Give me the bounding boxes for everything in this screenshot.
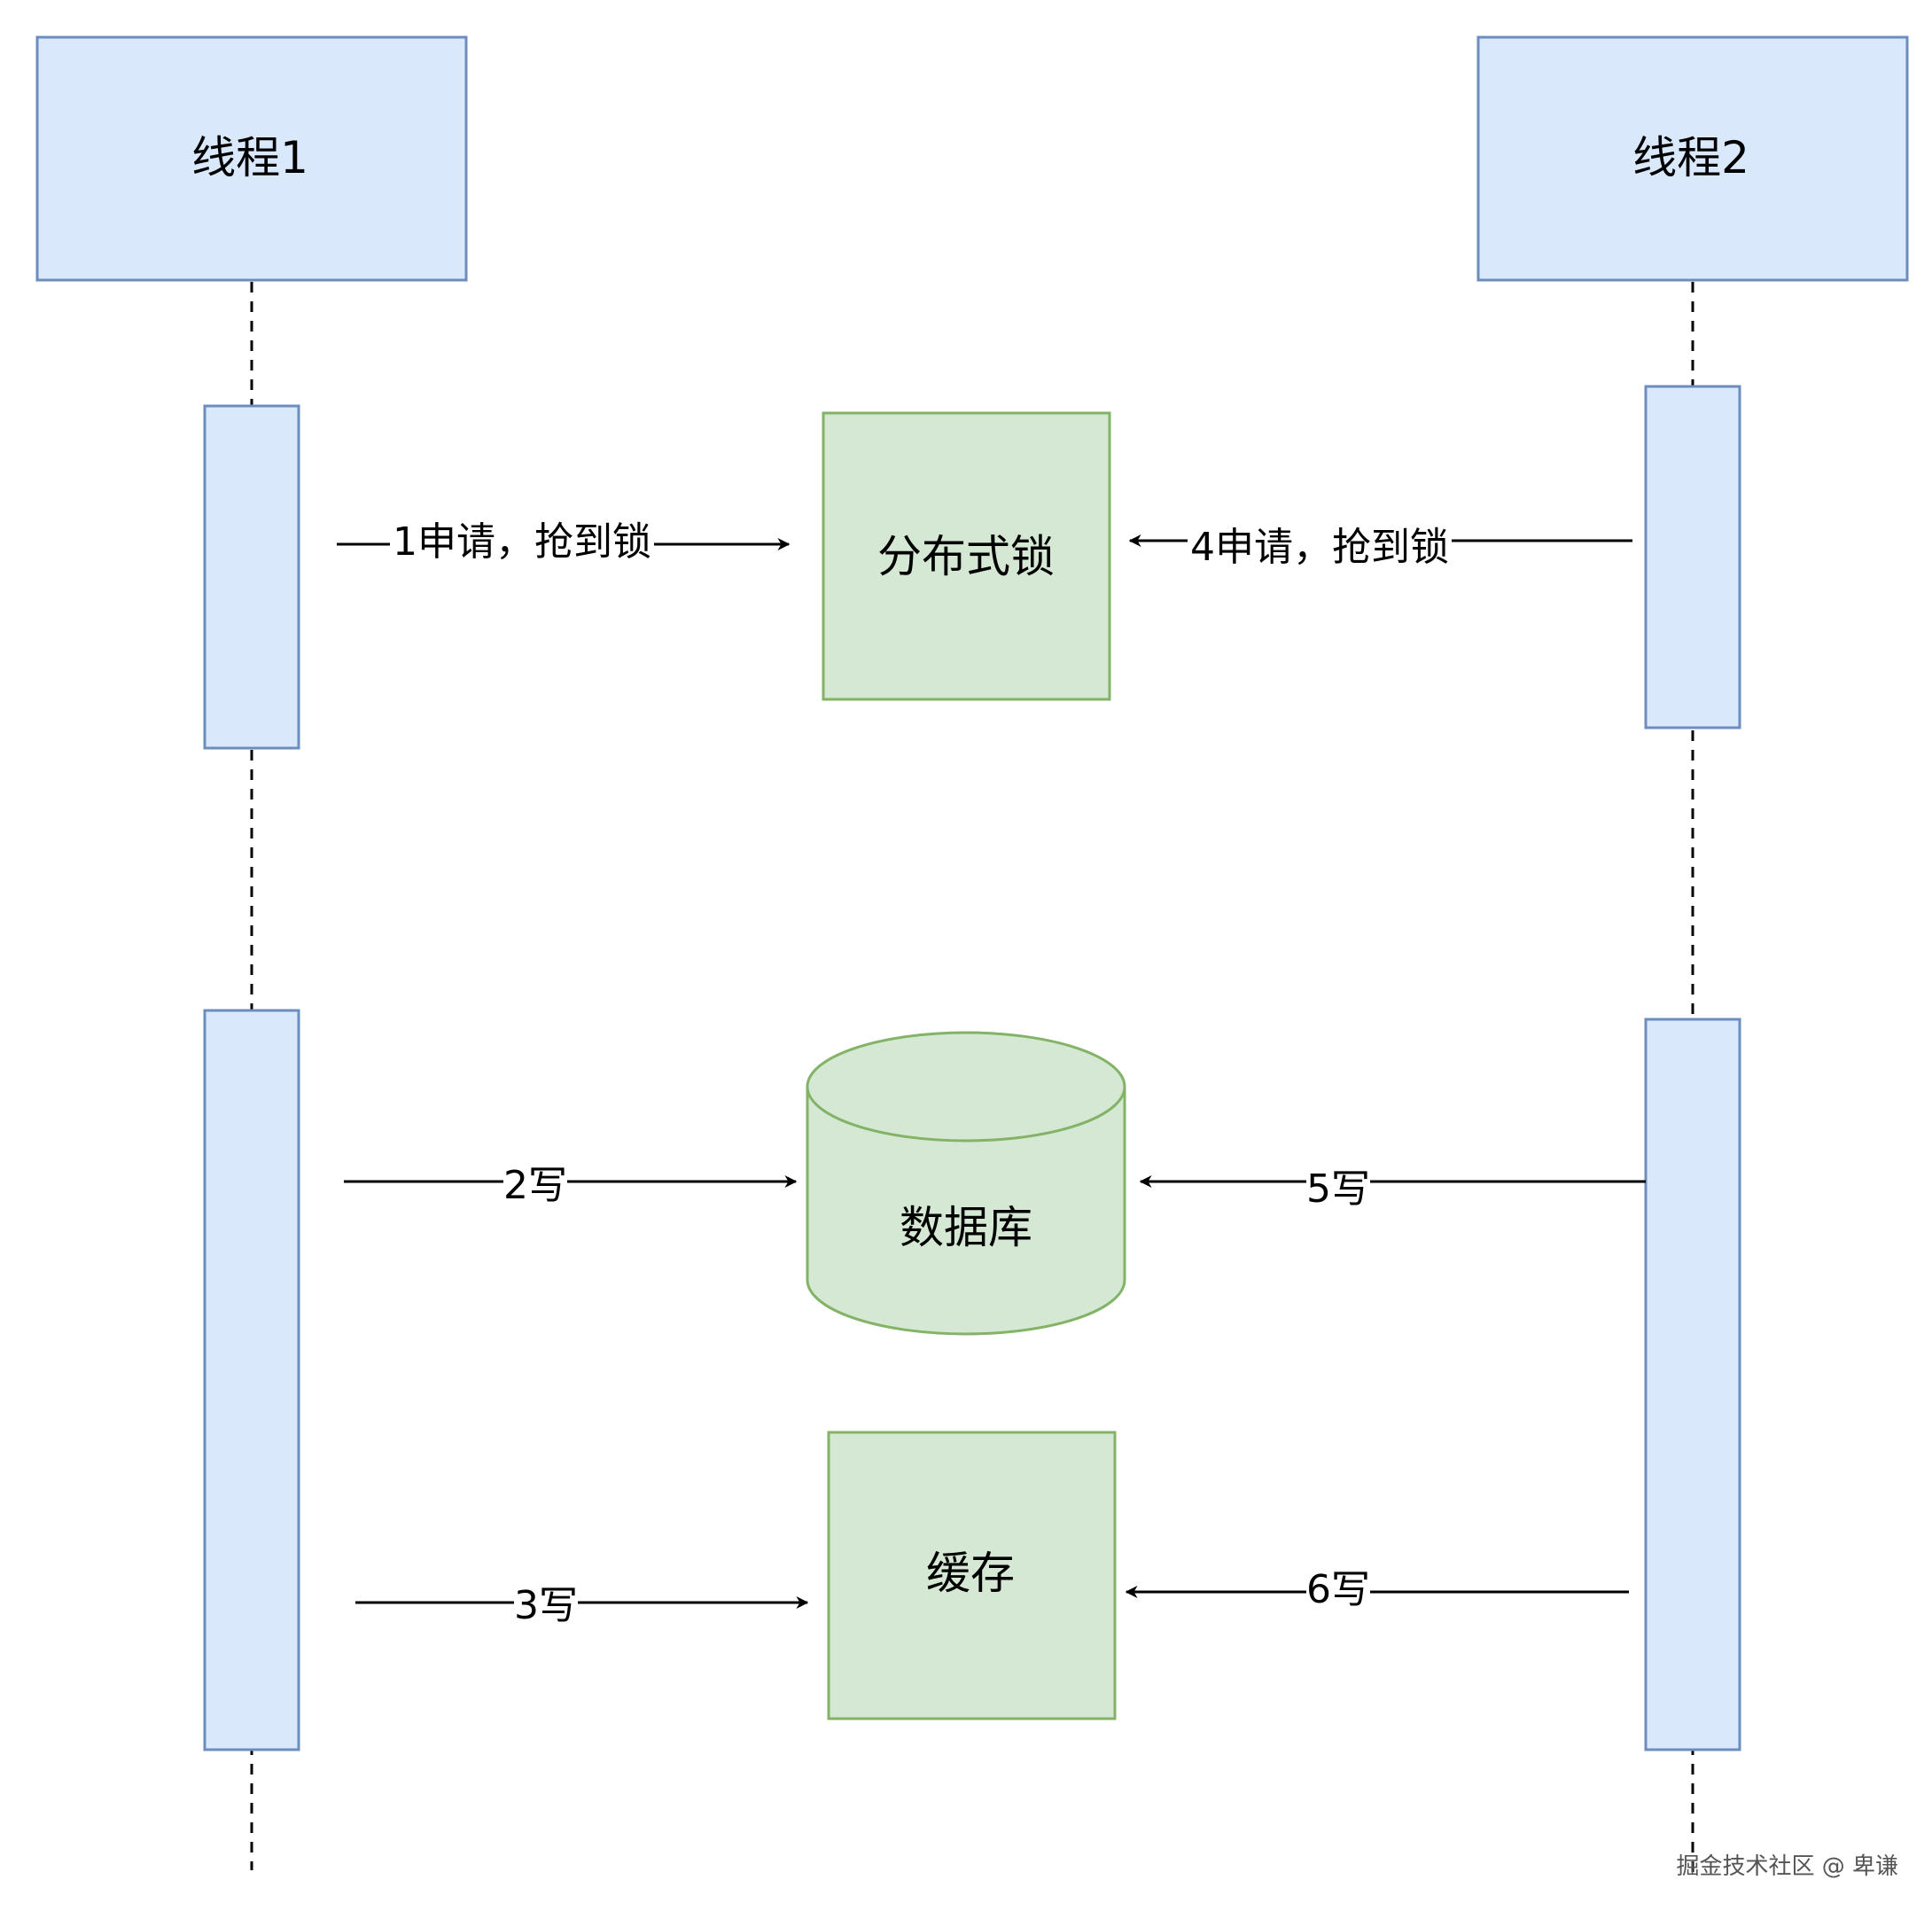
thread2-activation-1 xyxy=(1644,385,1741,729)
message-3: 3写 xyxy=(355,1580,809,1629)
thread2-label: 线程2 xyxy=(1632,132,1749,183)
cache-label: 缓存 xyxy=(926,1548,1015,1599)
message-6-label: 6写 xyxy=(1306,1567,1370,1612)
thread1-activation-1 xyxy=(203,404,300,750)
message-5: 5写 xyxy=(1139,1161,1646,1212)
message-6: 6写 xyxy=(1125,1567,1629,1617)
thread1-activation-2 xyxy=(203,1009,300,1751)
message-3-label: 3写 xyxy=(514,1583,578,1628)
message-2: 2写 xyxy=(344,1159,798,1209)
message-4-label: 4申请，抢到锁 xyxy=(1190,525,1449,570)
distributed-lock-node: 分布式锁 xyxy=(822,411,1111,701)
database-label: 数据库 xyxy=(900,1202,1032,1253)
message-2-label: 2写 xyxy=(503,1163,567,1208)
message-1: 1申请，抢到锁 xyxy=(337,518,791,569)
thread2-activation-2 xyxy=(1644,1018,1741,1751)
thread2-header: 线程2 xyxy=(1476,35,1909,282)
watermark-text: 掘金技术社区 @ 卑谦 xyxy=(1676,1853,1898,1880)
message-1-label: 1申请，抢到锁 xyxy=(393,519,651,565)
database-node: 数据库 xyxy=(806,1031,1126,1336)
distributed-lock-label: 分布式锁 xyxy=(877,531,1055,582)
message-4: 4申请，抢到锁 xyxy=(1128,518,1632,570)
message-5-label: 5写 xyxy=(1306,1166,1370,1212)
cache-node: 缓存 xyxy=(827,1431,1117,1720)
thread1-label: 线程1 xyxy=(191,132,308,183)
thread1-header: 线程1 xyxy=(35,35,468,282)
